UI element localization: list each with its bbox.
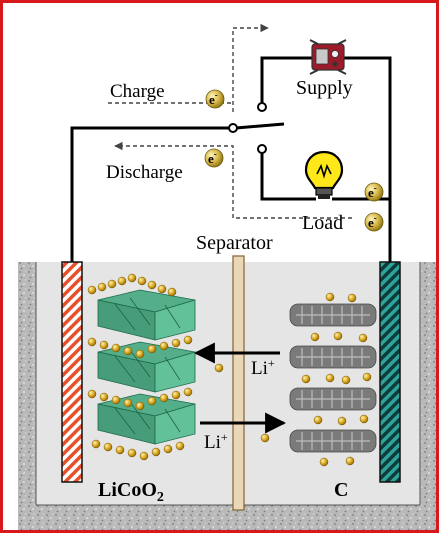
svg-text:e-: e- — [208, 149, 217, 166]
supply-label: Supply — [296, 77, 353, 99]
anode-plate — [379, 261, 401, 483]
discharge-arrow — [114, 141, 352, 219]
discharge-label: Discharge — [106, 162, 183, 183]
switch-pivot — [228, 123, 238, 133]
svg-text:e-: e- — [209, 90, 218, 107]
switch-lever — [235, 122, 285, 130]
load-wire — [260, 152, 316, 201]
electron-charge: e- — [205, 89, 225, 109]
ion-label-charge: Li+ — [204, 430, 228, 453]
svg-text:e-: e- — [368, 183, 377, 200]
supply-wire-right — [342, 56, 392, 262]
cathode-label: LiCoO2 — [98, 479, 164, 505]
power-supply-icon — [309, 39, 347, 75]
anode-label: C — [334, 479, 348, 501]
li-ion-charge — [260, 433, 270, 443]
load-label: Load — [302, 212, 343, 234]
licoo2-crystal-structure — [87, 273, 196, 461]
electron-load-upper: e- — [364, 182, 384, 202]
switch-contact-supply — [257, 102, 267, 112]
ion-label-discharge: Li+ — [251, 356, 275, 379]
li-ion-discharge — [214, 363, 224, 373]
separator-label: Separator — [196, 232, 273, 254]
charge-label: Charge — [110, 81, 165, 102]
supply-wire — [260, 56, 312, 104]
switch-contact-load — [257, 144, 267, 154]
graphite-layers — [289, 292, 377, 467]
svg-text:e-: e- — [368, 213, 377, 230]
cathode-wire — [70, 126, 232, 262]
electron-discharge: e- — [204, 148, 224, 168]
light-bulb-icon — [304, 150, 344, 199]
separator — [232, 255, 245, 511]
charge-arrow — [232, 23, 269, 112]
external-circuit — [70, 56, 392, 262]
cathode-plate — [61, 261, 83, 483]
electron-load-lower: e- — [364, 212, 384, 232]
